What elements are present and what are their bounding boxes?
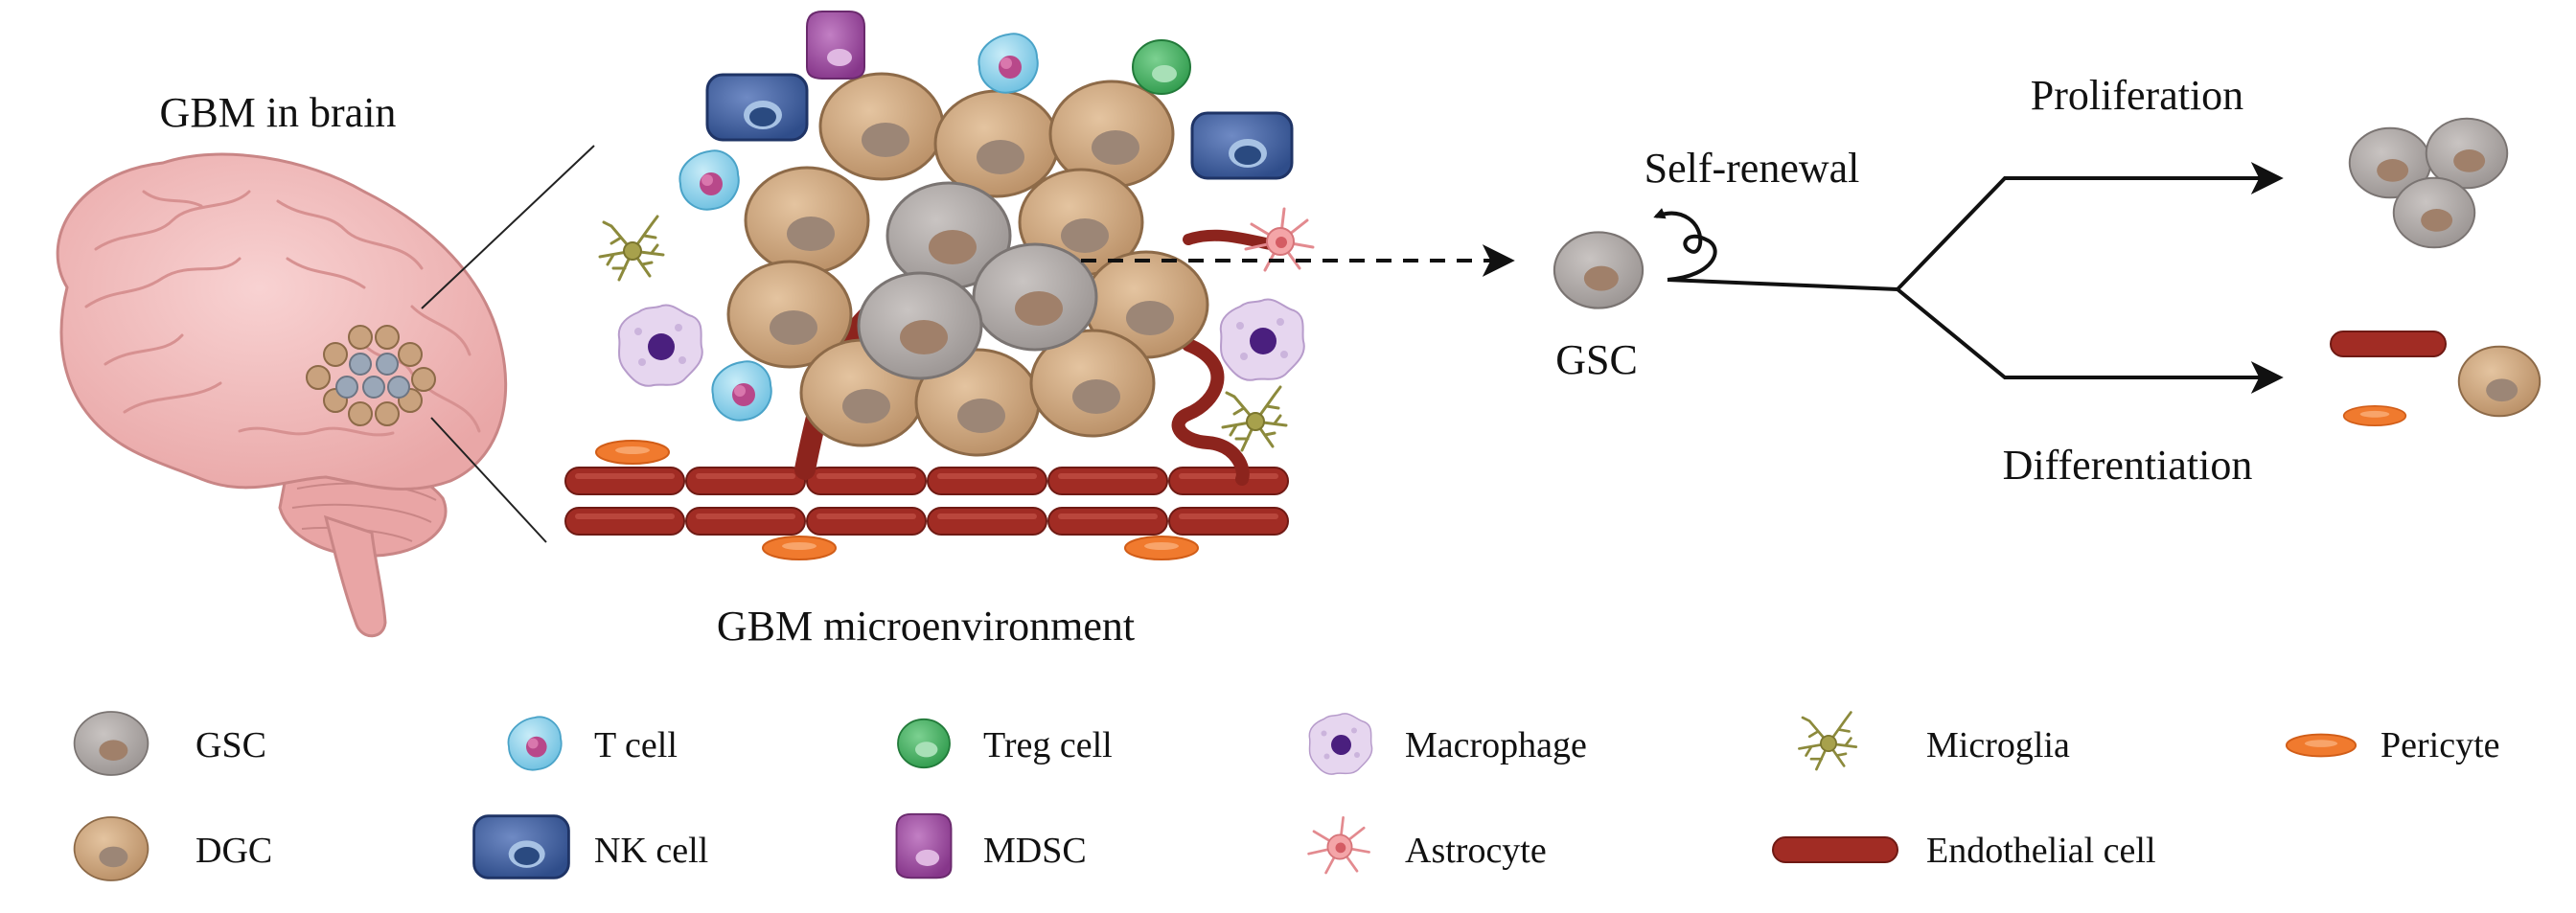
tumor-cluster-small <box>306 325 436 426</box>
self-renewal-label: Self-renewal <box>1644 145 1860 192</box>
legend-astrocyte-icon <box>1307 816 1370 875</box>
legend-t-cell-label: T cell <box>594 725 678 765</box>
microenvironment-illustration <box>564 11 1315 560</box>
differentiation-arrow <box>1896 287 2284 394</box>
gsc-cell <box>1552 231 1644 309</box>
legend-astrocyte-label: Astrocyte <box>1405 831 1547 871</box>
gbm-in-brain-label: GBM in brain <box>160 89 397 136</box>
legend-microglia-label: Microglia <box>1926 725 2070 765</box>
proliferated-gsc-cluster <box>2348 117 2509 249</box>
gbm-microenvironment-label: GBM microenvironment <box>717 603 1135 650</box>
zoom-line-top <box>421 145 595 309</box>
zoom-line-bottom <box>430 417 547 543</box>
proliferation-arrow <box>1896 162 2284 291</box>
branch-stem <box>1667 278 1898 291</box>
legend-gsc-label: GSC <box>196 725 266 765</box>
differentiation-label: Differentiation <box>2003 442 2253 489</box>
legend-dgc-icon <box>73 816 150 881</box>
gsc-label: GSC <box>1555 336 1638 383</box>
legend-mdsc-label: MDSC <box>983 831 1087 871</box>
legend-dgc-label: DGC <box>196 831 272 871</box>
legend-macrophage-label: Macrophage <box>1405 725 1587 765</box>
differentiated-cells <box>2330 331 2542 427</box>
legend-nk-cell-label: NK cell <box>594 831 708 871</box>
legend-endothelial-cell-icon <box>1772 836 1898 863</box>
legend-pericyte-label: Pericyte <box>2380 725 2500 765</box>
legend-nk-cell-icon <box>472 814 570 879</box>
brain-illustration <box>56 152 508 638</box>
legend-t-cell-icon <box>507 716 563 771</box>
legend-endothelial-cell-label: Endothelial cell <box>1926 831 2156 871</box>
legend-treg-cell-label: Treg cell <box>983 725 1113 765</box>
legend-macrophage-icon <box>1308 713 1373 775</box>
legend-pericyte-icon <box>2285 733 2358 758</box>
legend-gsc-icon <box>73 711 150 776</box>
blood-vessel <box>564 440 1289 560</box>
legend-treg-cell-icon <box>897 718 951 769</box>
legend-microglia-icon <box>1798 711 1858 771</box>
self-renewal-arrow <box>1653 208 1717 282</box>
legend: GSC T cell Treg cell Macrophage Microgli… <box>73 711 2500 881</box>
proliferation-label: Proliferation <box>2031 72 2243 119</box>
legend-mdsc-icon <box>895 812 953 879</box>
